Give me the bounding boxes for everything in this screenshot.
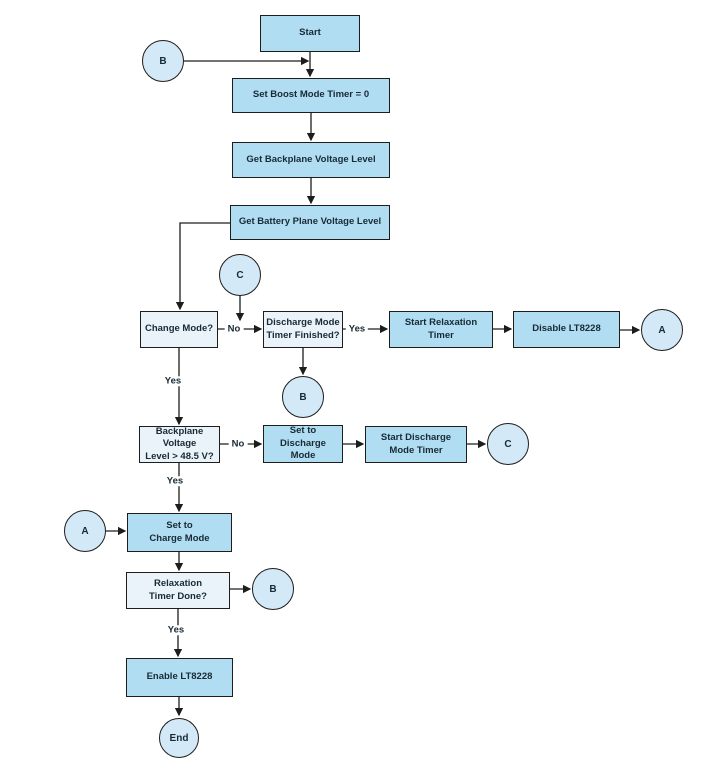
node-start-relaxation-timer: Start Relaxation Timer — [389, 311, 493, 348]
node-get-battery: Get Battery Plane Voltage Level — [230, 205, 390, 240]
edge-getbattery-changemode — [175, 222, 232, 311]
edge-label-yes-change-mode: Yes — [161, 376, 185, 386]
node-set-discharge-mode: Set to Discharge Mode — [263, 425, 343, 463]
connector-c-right: C — [487, 423, 529, 465]
node-get-backplane: Get Backplane Voltage Level — [232, 142, 390, 178]
edge-label-no-change-mode: No — [224, 324, 244, 334]
edge-label-yes-relaxation-done: Yes — [164, 625, 188, 635]
node-backplane-check: Backplane Voltage Level > 48.5 V? — [139, 426, 220, 463]
node-start-discharge-timer: Start Discharge Mode Timer — [365, 426, 467, 463]
node-relaxation-timer-done: Relaxation Timer Done? — [126, 572, 230, 609]
node-disable-lt8228: Disable LT8228 — [513, 311, 620, 348]
connector-b-top: B — [142, 40, 184, 82]
node-set-charge-mode: Set to Charge Mode — [127, 513, 232, 552]
edge-label-no-backplane: No — [228, 439, 248, 449]
node-end: End — [159, 718, 199, 758]
node-set-boost-timer: Set Boost Mode Timer = 0 — [232, 78, 390, 113]
node-enable-lt8228: Enable LT8228 — [126, 658, 233, 697]
node-start: Start — [260, 15, 360, 52]
edge-label-yes-backplane: Yes — [163, 476, 187, 486]
connector-b-mid: B — [282, 376, 324, 418]
node-discharge-timer-finished: Discharge Mode Timer Finished? — [263, 311, 343, 348]
node-change-mode: Change Mode? — [140, 311, 218, 348]
connector-b-bottom: B — [252, 568, 294, 610]
edge-label-yes-discharge-finished: Yes — [345, 324, 369, 334]
connector-a-left: A — [64, 510, 106, 552]
connector-c-mid: C — [219, 254, 261, 296]
connector-a-right: A — [641, 309, 683, 351]
